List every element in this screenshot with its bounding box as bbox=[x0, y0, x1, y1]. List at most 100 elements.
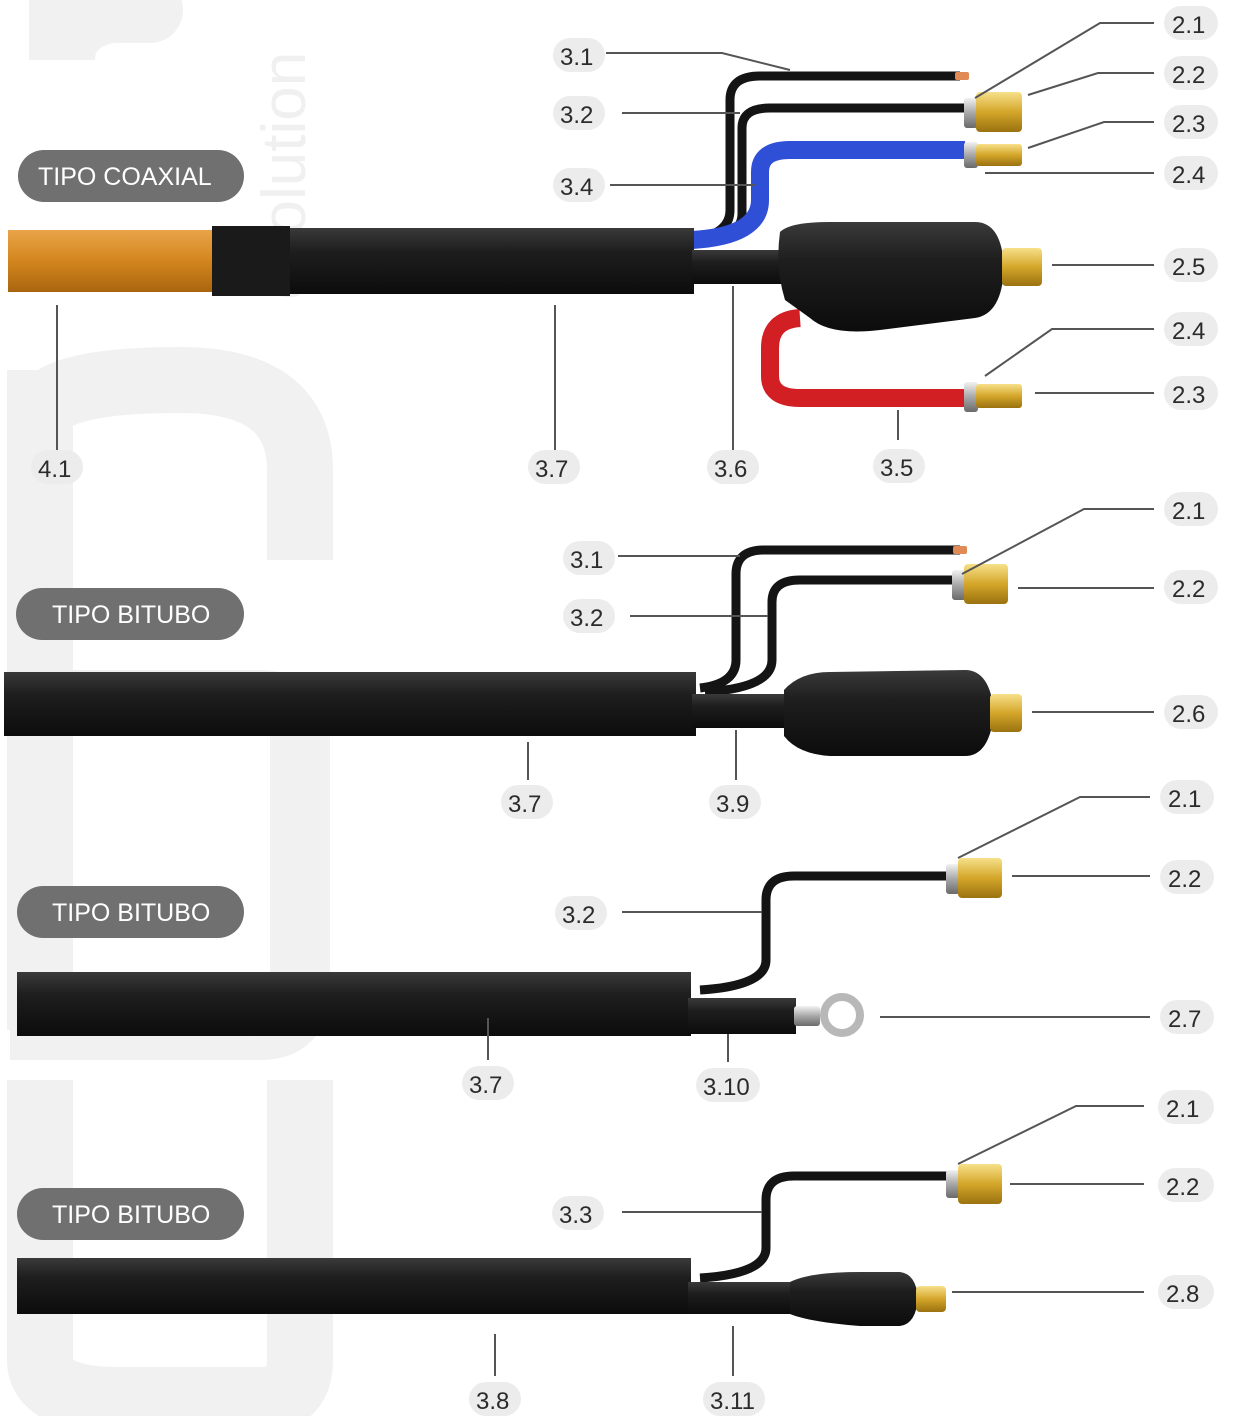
nut-2-1 bbox=[946, 864, 960, 894]
brass-nut-2-2 bbox=[964, 564, 1008, 604]
svg-text:2.2: 2.2 bbox=[1168, 866, 1201, 893]
callout: 3.10 bbox=[696, 1068, 760, 1102]
wire-3-2 bbox=[699, 871, 950, 995]
callout: 3.7 bbox=[528, 450, 580, 484]
brass-fitting-2-3b bbox=[976, 384, 1022, 408]
wire-3-2 bbox=[704, 575, 955, 697]
svg-text:2.3: 2.3 bbox=[1172, 382, 1205, 409]
wire-3-3 bbox=[699, 1171, 950, 1283]
main-hose bbox=[4, 672, 696, 736]
svg-text:2.1: 2.1 bbox=[1172, 498, 1205, 525]
callout: 3.5 bbox=[873, 449, 925, 483]
main-hose bbox=[212, 228, 694, 294]
svg-text:2.4: 2.4 bbox=[1172, 318, 1205, 345]
type-badge bbox=[16, 588, 244, 640]
callout: 2.3 bbox=[1164, 376, 1218, 410]
svg-text:2.2: 2.2 bbox=[1172, 576, 1205, 603]
callout: 2.3 bbox=[1164, 105, 1218, 139]
brass-pin-2-6 bbox=[990, 694, 1022, 732]
callout: 3.3 bbox=[552, 1196, 604, 1230]
section-bitubo-3: TIPO BITUBO 3.3 2.1 2.2 2.8 3.8 3.11 bbox=[17, 1090, 1214, 1416]
svg-text:2.6: 2.6 bbox=[1172, 701, 1205, 728]
svg-text:2.2: 2.2 bbox=[1166, 1174, 1199, 1201]
callout: 2.2 bbox=[1160, 860, 1214, 894]
callout: 2.1 bbox=[1158, 1090, 1214, 1124]
svg-text:2.8: 2.8 bbox=[1166, 1281, 1199, 1308]
type-badge bbox=[17, 1188, 244, 1240]
svg-text:3.7: 3.7 bbox=[535, 456, 568, 483]
section-bitubo-2: TIPO BITUBO 3.2 2.1 2.2 2.7 3.7 3.10 bbox=[17, 780, 1214, 1102]
callout: 3.6 bbox=[707, 450, 759, 484]
callout: 3.1 bbox=[563, 541, 615, 575]
svg-text:3.9: 3.9 bbox=[716, 791, 749, 818]
svg-text:2.1: 2.1 bbox=[1172, 12, 1205, 39]
ring-terminal-2-7 bbox=[820, 993, 864, 1037]
section-bitubo-1: TIPO BITUBO 3.1 3.2 2.1 2.2 2.6 3.7 3.9 bbox=[4, 492, 1218, 819]
main-hose bbox=[17, 972, 691, 1036]
callout: 2.1 bbox=[1160, 780, 1214, 814]
svg-text:3.3: 3.3 bbox=[559, 1202, 592, 1229]
callout: 2.4 bbox=[1164, 156, 1218, 190]
callout: 2.2 bbox=[1164, 56, 1218, 90]
orange-sheath bbox=[8, 230, 220, 292]
svg-text:3.2: 3.2 bbox=[570, 605, 603, 632]
cable-3-9 bbox=[692, 694, 794, 728]
callout: 2.6 bbox=[1164, 695, 1218, 729]
ring-terminal-crimp bbox=[794, 1006, 820, 1026]
hose-collar bbox=[212, 226, 290, 296]
type-label: TIPO COAXIAL bbox=[38, 163, 212, 191]
callout: 2.2 bbox=[1158, 1168, 1214, 1202]
copper-tip bbox=[953, 546, 967, 554]
cable-3-11 bbox=[688, 1282, 794, 1314]
callout: 3.2 bbox=[563, 599, 615, 633]
svg-text:2.7: 2.7 bbox=[1168, 1006, 1201, 1033]
nut-2-1 bbox=[964, 98, 978, 128]
main-hose bbox=[17, 1258, 691, 1314]
callout: 3.2 bbox=[553, 96, 605, 130]
connector-body bbox=[778, 222, 1004, 332]
type-label: TIPO BITUBO bbox=[52, 601, 210, 629]
section-coaxial: TIPO COAXIAL 3.1 3.2 3.4 2.1 2.2 2.3 2.4… bbox=[8, 6, 1218, 484]
brass-pin-2-8 bbox=[916, 1286, 946, 1312]
type-badge bbox=[17, 886, 244, 938]
callout: 3.7 bbox=[462, 1066, 514, 1100]
callout: 3.7 bbox=[501, 785, 553, 819]
callout: 2.4 bbox=[1164, 312, 1218, 346]
svg-text:2.1: 2.1 bbox=[1166, 1096, 1199, 1123]
svg-text:3.8: 3.8 bbox=[476, 1388, 509, 1415]
type-badge bbox=[18, 150, 244, 202]
svg-text:4.1: 4.1 bbox=[38, 456, 71, 483]
svg-text:3.7: 3.7 bbox=[469, 1072, 502, 1099]
callout: 4.1 bbox=[31, 450, 83, 484]
callout: 3.2 bbox=[555, 896, 607, 930]
type-label: TIPO BITUBO bbox=[52, 1201, 210, 1229]
svg-text:2.2: 2.2 bbox=[1172, 62, 1205, 89]
brass-nut-2-2 bbox=[958, 858, 1002, 898]
cable-3-6 bbox=[692, 250, 794, 284]
connector-body bbox=[790, 1272, 918, 1326]
brass-nut-2-2 bbox=[958, 1164, 1002, 1204]
svg-text:3.1: 3.1 bbox=[570, 547, 603, 574]
svg-text:3.2: 3.2 bbox=[560, 102, 593, 129]
type-label: TIPO BITUBO bbox=[52, 899, 210, 927]
callout: 3.9 bbox=[709, 785, 761, 819]
callout: 2.1 bbox=[1164, 6, 1218, 40]
cable-3-10 bbox=[688, 998, 796, 1034]
brass-pin-2-5 bbox=[1002, 248, 1042, 286]
brass-fitting-2-3 bbox=[976, 144, 1022, 166]
silver-ring-2-4 bbox=[964, 142, 978, 168]
blue-hose-3-4 bbox=[691, 141, 965, 249]
svg-text:3.5: 3.5 bbox=[880, 455, 913, 482]
svg-text:2.4: 2.4 bbox=[1172, 162, 1205, 189]
callout: 3.4 bbox=[553, 168, 605, 202]
silver-ring-2-4b bbox=[964, 382, 978, 412]
brass-nut-2-2 bbox=[976, 92, 1022, 132]
callout: 2.8 bbox=[1158, 1275, 1214, 1309]
svg-text:3.10: 3.10 bbox=[703, 1074, 750, 1101]
wire-3-1 bbox=[699, 545, 960, 693]
svg-text:2.3: 2.3 bbox=[1172, 111, 1205, 138]
callout: 2.1 bbox=[1164, 492, 1218, 526]
callout: 2.7 bbox=[1160, 1000, 1214, 1034]
callout: 2.5 bbox=[1164, 248, 1218, 282]
